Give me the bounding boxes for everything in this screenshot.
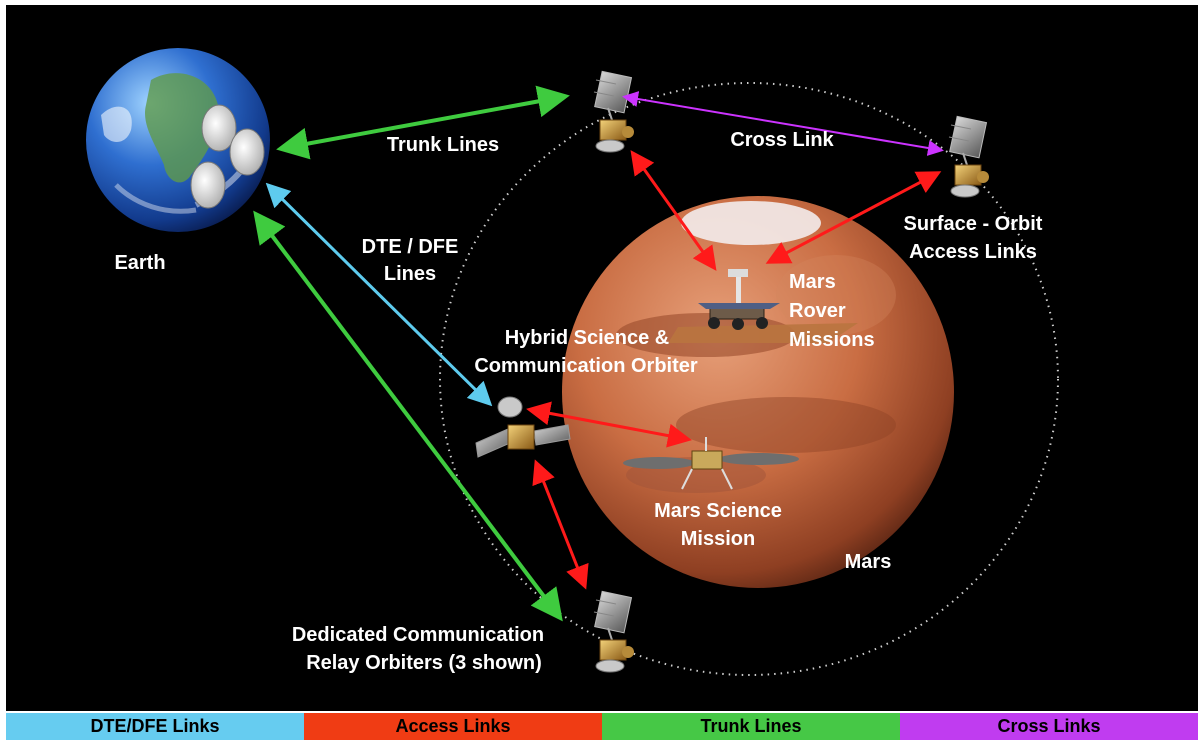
legend-dte-dfe: DTE/DFE Links — [6, 713, 304, 740]
surface-orbit-label-line2: Access Links — [909, 241, 1037, 263]
access-link-hybrid-lander — [526, 401, 692, 448]
dte-dfe-label-line2: Lines — [384, 263, 436, 285]
dedicated-relay-label-line1: Dedicated Communication — [292, 624, 544, 646]
cross-link-line — [622, 91, 944, 156]
dte-dfe-line — [265, 182, 493, 407]
mars-lander-icon — [623, 437, 799, 490]
dte-dfe-label-line1: DTE / DFE — [362, 236, 459, 258]
dish-antenna-icon — [190, 104, 265, 209]
access-link-hybrid-bottom — [532, 459, 589, 590]
mars-rover-label-line3: Missions — [789, 329, 875, 351]
dedicated-relay-label-line2: Relay Orbiters (3 shown) — [306, 652, 542, 674]
mars-planet-icon — [562, 196, 954, 588]
surface-orbit-label-line1: Surface - Orbit — [904, 213, 1043, 235]
mars-science-label-line1: Mars Science — [654, 500, 782, 522]
mars-rover-icon — [668, 269, 858, 343]
access-link-top-rover — [630, 150, 717, 271]
trunk-lines-label: Trunk Lines — [387, 134, 499, 156]
mars-rover-label-line1: Mars — [789, 271, 836, 293]
legend-cross: Cross Links — [900, 713, 1198, 740]
earth-label: Earth — [114, 252, 165, 274]
hybrid-orbiter-label-line1: Hybrid Science & — [505, 327, 670, 349]
hybrid-orbiter-label-line2: Communication Orbiter — [474, 355, 698, 377]
mars-science-label-line2: Mission — [681, 528, 755, 550]
legend-access: Access Links — [304, 713, 602, 740]
link-legend: DTE/DFE Links Access Links Trunk Lines C… — [6, 713, 1198, 740]
mars-rover-label-line2: Rover — [789, 300, 846, 322]
trunk-line-earth-top — [276, 85, 570, 160]
cross-link-label: Cross Link — [730, 129, 834, 151]
legend-trunk: Trunk Lines — [602, 713, 900, 740]
access-link-right-rover — [765, 171, 942, 264]
mars-label: Mars — [845, 551, 892, 573]
mars-communication-diagram: Earth Trunk Lines Cross Link DTE / DFE L… — [6, 5, 1198, 711]
